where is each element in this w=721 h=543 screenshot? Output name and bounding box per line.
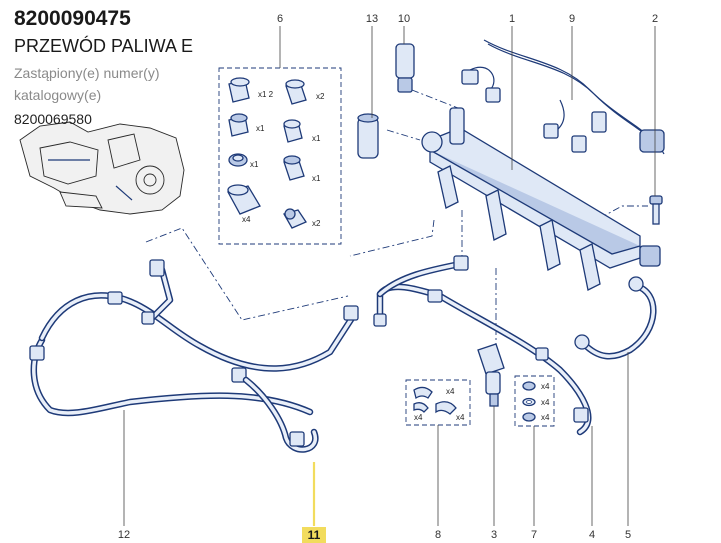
callout-8[interactable]: 8 xyxy=(435,529,441,541)
kit-6-qty-1: x1 2 xyxy=(258,90,274,99)
part-name: PRZEWÓD PALIWA E xyxy=(14,36,194,56)
callout-numbers: 6 13 10 1 9 2 12 11 8 3 7 4 5 xyxy=(118,13,658,542)
kit-6-qty-3: x1 xyxy=(256,124,265,133)
kit-7-qty-3: x4 xyxy=(541,413,550,422)
kit-6-qty-2: x2 xyxy=(316,92,325,101)
part-number: 8200090475 xyxy=(14,7,131,30)
replaced-by-label: Zastąpiony(e) numer(y) katalogowy(e) xyxy=(14,65,160,103)
part-11-fuel-line[interactable] xyxy=(242,376,319,453)
part-header: 8200090475 PRZEWÓD PALIWA E Zastąpiony(e… xyxy=(14,6,204,130)
callout-12[interactable]: 12 xyxy=(118,529,130,541)
part-10-pressure-sensor[interactable] xyxy=(395,43,415,93)
callout-7[interactable]: 7 xyxy=(531,529,537,541)
callout-11-highlight-box xyxy=(302,527,326,543)
callout-9[interactable]: 9 xyxy=(569,13,575,25)
kit-7-quantity-labels: x4 x4 x4 xyxy=(541,382,550,422)
kit-8-qty-3: x4 xyxy=(456,413,465,422)
kit-6-qty-6: x1 xyxy=(312,174,321,183)
part-1-fuel-rail[interactable] xyxy=(421,107,661,291)
part-12-fuel-line[interactable] xyxy=(29,259,359,417)
kit-7-qty-1: x4 xyxy=(541,382,550,391)
kit-8-quantity-labels: x4 x4 x4 xyxy=(414,387,465,422)
part-4-fuel-line[interactable] xyxy=(373,255,592,436)
kit-7-seals[interactable] xyxy=(522,381,536,422)
callout-3[interactable]: 3 xyxy=(491,529,497,541)
assembly-guide-lines xyxy=(145,89,648,350)
kit-6-qty-8: x2 xyxy=(312,219,321,228)
callout-leaders xyxy=(123,26,656,526)
engine-sketch xyxy=(19,121,185,215)
callout-13[interactable]: 13 xyxy=(366,13,378,25)
kit-6-qty-5: x1 xyxy=(250,160,259,169)
callout-2[interactable]: 2 xyxy=(652,13,658,25)
kit-6-qty-4: x1 xyxy=(312,134,321,143)
kit-8-clips[interactable] xyxy=(413,386,457,415)
part-13-regulator[interactable] xyxy=(357,113,379,159)
kit-7-box xyxy=(514,375,555,427)
part-2-bolt[interactable] xyxy=(649,195,663,225)
callout-5[interactable]: 5 xyxy=(625,529,631,541)
callout-10[interactable]: 10 xyxy=(398,13,410,25)
callout-4[interactable]: 4 xyxy=(589,529,595,541)
part-5-fuel-line[interactable] xyxy=(574,276,657,360)
callout-6[interactable]: 6 xyxy=(277,13,283,25)
replaced-by-number[interactable]: 8200069580 xyxy=(14,111,92,127)
kit-8-qty-2: x4 xyxy=(414,413,423,422)
kit-6-quantity-labels: x1 2 x2 x1 x1 x1 x1 x4 x2 xyxy=(242,90,325,228)
callout-11[interactable]: 11 xyxy=(308,528,321,542)
part-9-wiring-harness[interactable] xyxy=(461,39,665,155)
kit-6-fittings[interactable] xyxy=(227,77,307,229)
kit-8-qty-1: x4 xyxy=(446,387,455,396)
kit-6-qty-7: x4 xyxy=(242,215,251,224)
kit-7-qty-2: x4 xyxy=(541,398,550,407)
part-3-injector[interactable] xyxy=(477,343,505,407)
callout-1[interactable]: 1 xyxy=(509,13,515,25)
